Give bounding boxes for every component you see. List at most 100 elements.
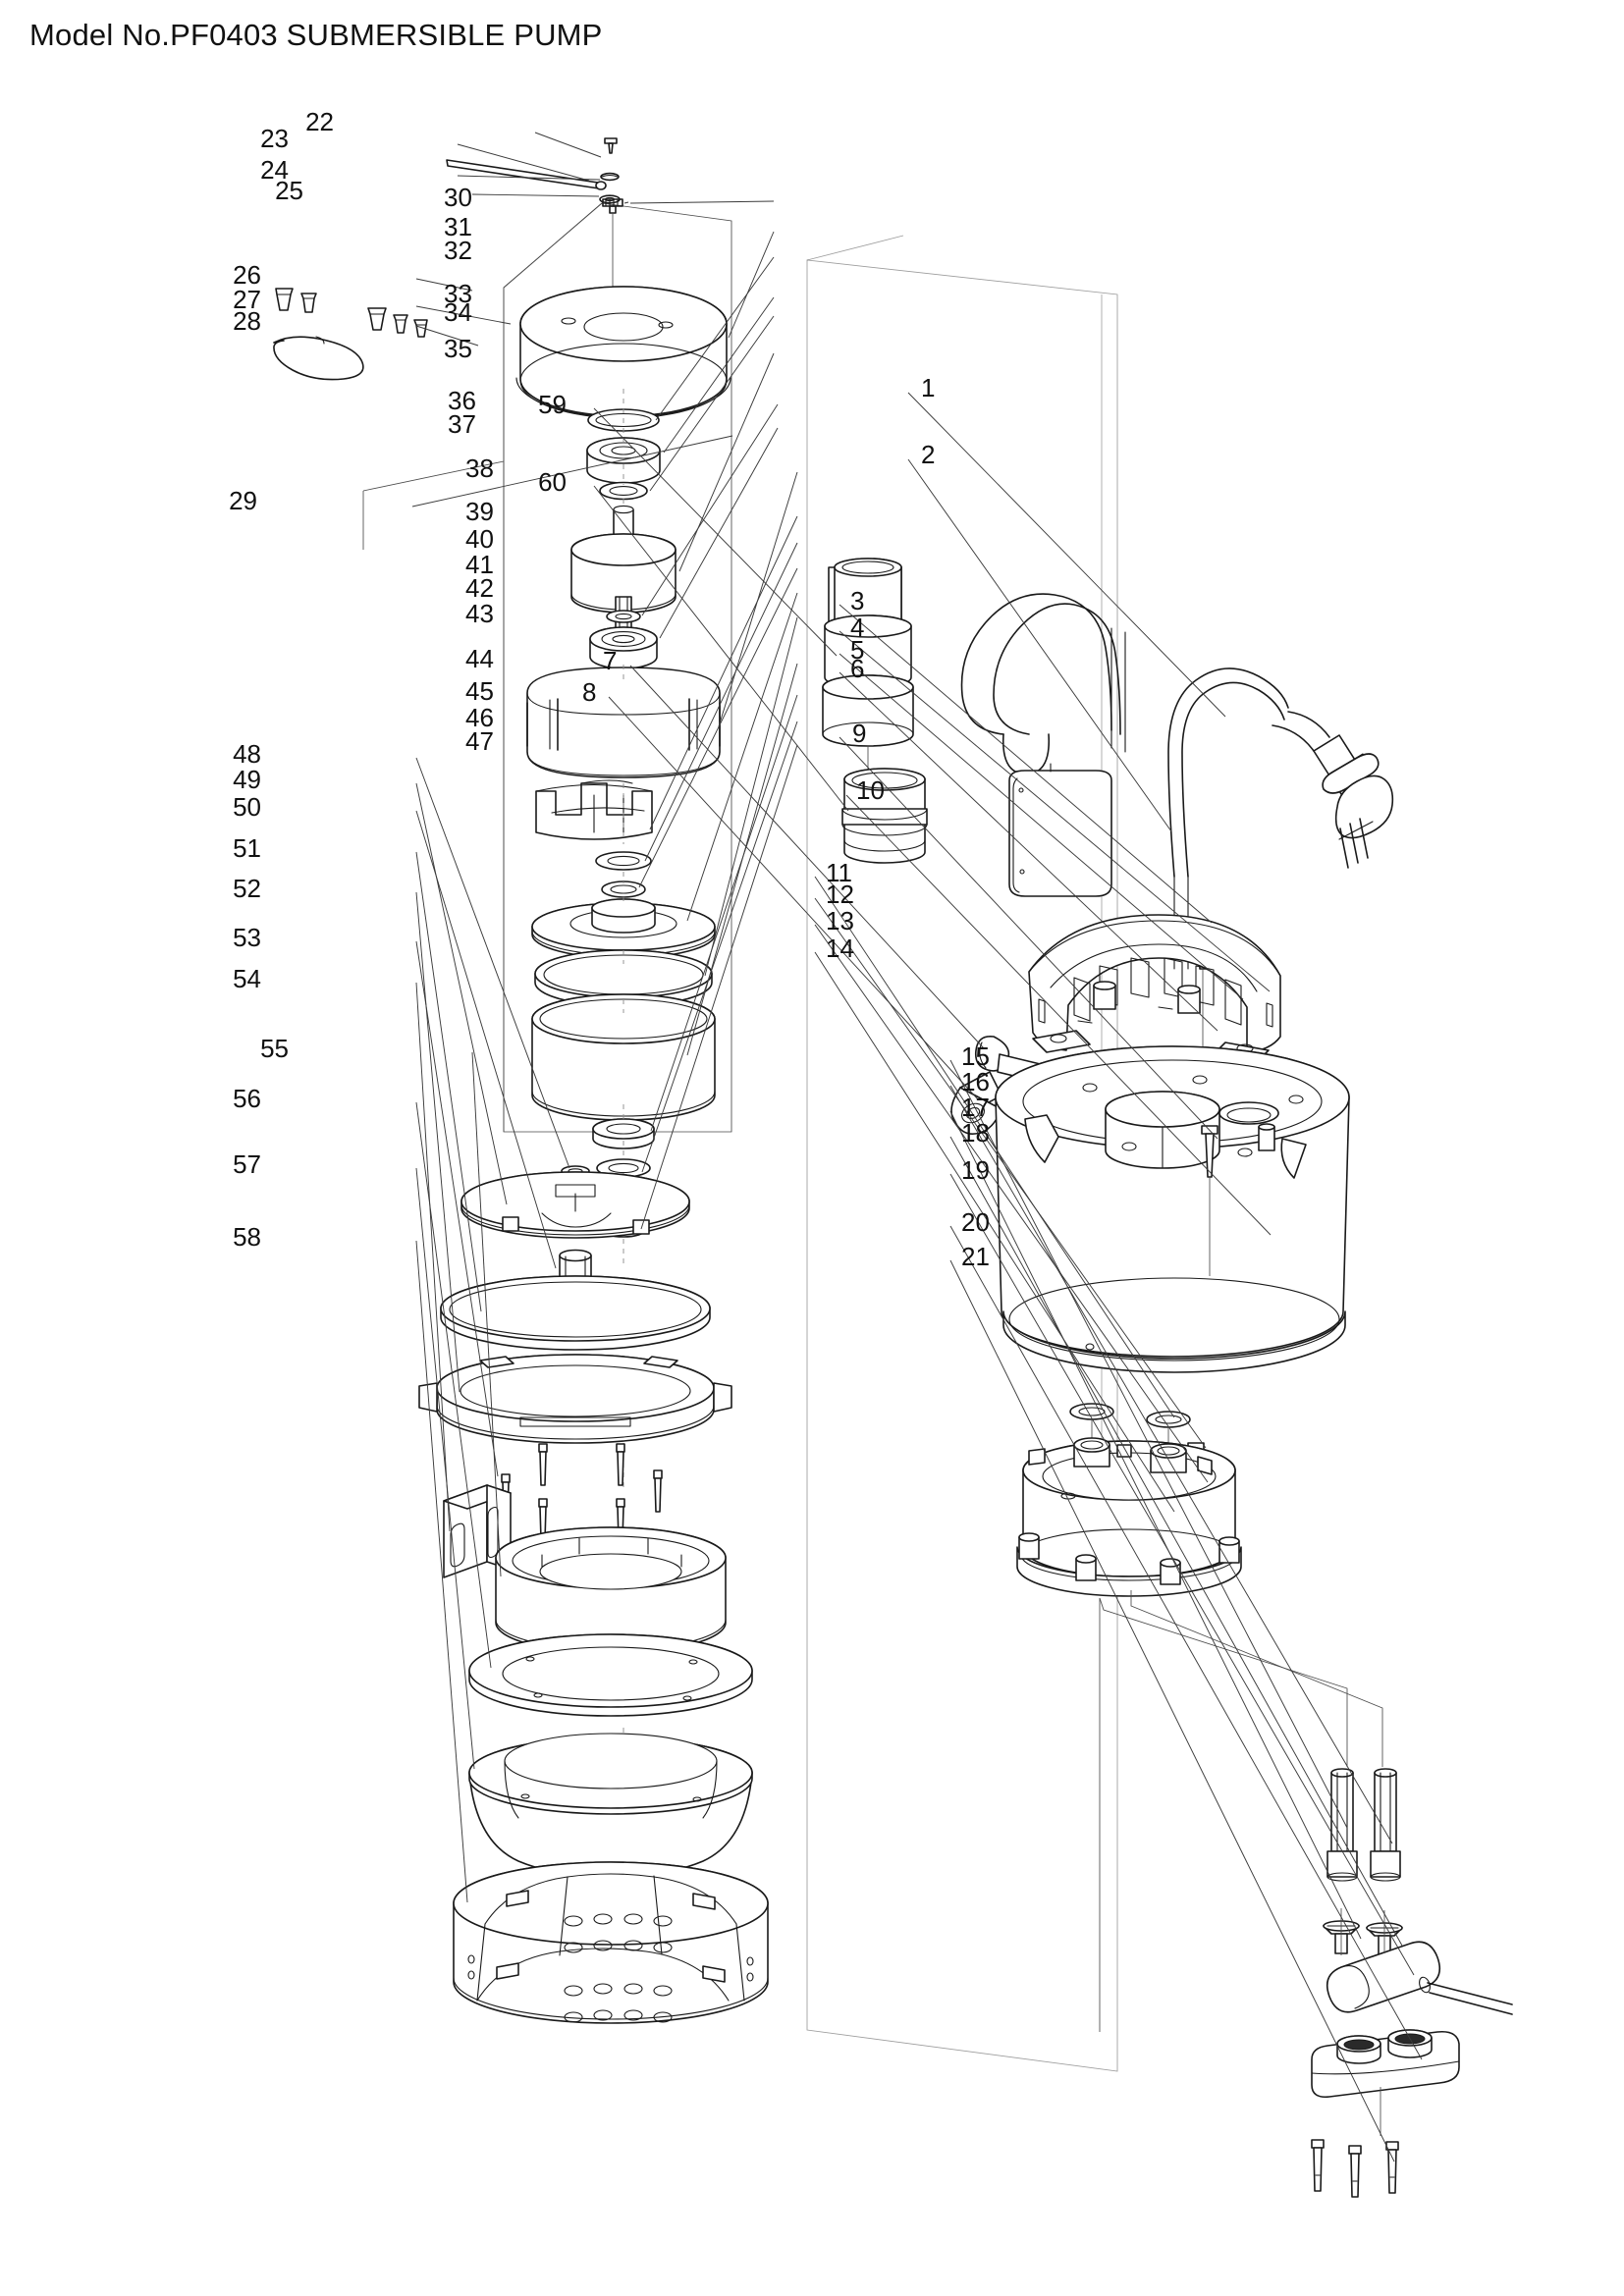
callout-25-flat-washer: 25	[275, 176, 303, 205]
callout-23-shaft-pin: 23	[260, 124, 289, 153]
part-49-impeller	[460, 1171, 690, 1239]
part-35-rotor-shaft-assembly	[570, 505, 677, 676]
part-38-stator-winding	[526, 667, 721, 778]
part-45-mechanical-seal	[592, 1118, 655, 1149]
part-3-handle-screw-long	[1195, 924, 1211, 1070]
callout-59-discharge-adapter: 59	[538, 390, 567, 419]
part-42-diffuser-plate	[531, 898, 716, 959]
callout-35-rotor-shaft-assembly: 35	[444, 334, 472, 363]
callout-54-float-switch-bracket: 54	[233, 964, 261, 993]
callout-52-pump-body-flange: 52	[233, 874, 261, 903]
callout-53-body-screw: 53	[233, 923, 261, 952]
callout-8-cord-grommet: 8	[582, 677, 597, 707]
part-6-handle-seal	[1038, 998, 1273, 1028]
callout-41-o-ring-shaft: 41	[465, 550, 494, 579]
callout-34-wave-washer: 34	[444, 297, 472, 327]
part-20-terminal-block	[1311, 2029, 1460, 2136]
callout-5-handle-insert: 5	[850, 635, 865, 665]
callout-13-terminal-washer: 13	[826, 906, 854, 935]
callout-1-power-cord: 1	[921, 373, 936, 402]
callout-60-hose-coupling: 60	[538, 467, 567, 497]
part-28-cable-tie	[273, 336, 364, 381]
callout-18-flange-screw-b: 18	[961, 1118, 990, 1148]
part-16-stud-bolt-long-b	[1370, 1768, 1401, 1882]
callout-42-diffuser-plate: 42	[465, 573, 494, 603]
callout-12-terminal-screw: 12	[826, 880, 854, 909]
part-57-suction-bowl	[468, 1733, 753, 1878]
callout-7-cord-clamp: 7	[603, 646, 618, 675]
callout-40-thrust-washer: 40	[465, 524, 494, 554]
part-2-power-plug	[1313, 734, 1394, 869]
callout-11-o-ring-small: 11	[826, 858, 852, 887]
part-26-cable-terminal-large	[275, 288, 317, 313]
part-18-flange-screw-b	[1366, 1922, 1403, 1956]
part-24-spring-washer	[600, 172, 620, 182]
part-43-sleeve-gasket	[534, 949, 713, 1007]
callout-43-sleeve-gasket: 43	[465, 599, 494, 628]
callout-20-terminal-block: 20	[961, 1207, 990, 1237]
callout-22-cover-screw: 22	[305, 107, 334, 136]
callout-47-seal-washer: 47	[465, 726, 494, 756]
callout-27-cable-terminal-small: 27	[233, 285, 261, 314]
part-15-stud-bolt-long-a	[1326, 1768, 1358, 1882]
callout-2-power-plug: 2	[921, 440, 936, 469]
part-40-thrust-washer	[595, 851, 652, 871]
part-52-pump-body-flange	[418, 1354, 732, 1444]
part-58-inlet-strainer-base	[453, 1861, 769, 2024]
callout-56-base-gasket: 56	[233, 1084, 261, 1113]
part-41-o-ring-shaft	[601, 881, 646, 898]
part-39-motor-bracket	[535, 779, 653, 840]
layout-guide-lines	[362, 202, 1118, 2072]
callout-33-upper-bearing: 33	[444, 279, 472, 308]
callout-51-volute-o-ring: 51	[233, 833, 261, 863]
callout-37-lower-bearing: 37	[448, 409, 476, 439]
part-25-flat-washer	[599, 194, 621, 204]
part-55-volute-ring	[495, 1526, 727, 1654]
callout-9-housing-screw: 9	[852, 719, 867, 748]
callout-26-cable-terminal-large: 26	[233, 260, 261, 290]
callout-39-motor-bracket: 39	[465, 497, 494, 526]
part-33-upper-bearing	[586, 437, 661, 484]
part-59-discharge-adapter	[822, 558, 914, 775]
part-46-seal-ring	[596, 1158, 651, 1209]
callout-46-seal-ring: 46	[465, 703, 494, 732]
part-56-base-gasket	[468, 1633, 753, 1717]
callout-55-volute-ring: 55	[260, 1034, 289, 1063]
part-10-motor-housing-shell	[995, 1045, 1350, 1373]
part-11-o-ring-small	[1069, 1403, 1191, 1459]
page-title: Model No.PF0403 SUBMERSIBLE PUMP	[29, 18, 603, 52]
callout-50-impeller-nut: 50	[233, 792, 261, 822]
part-60-hose-coupling	[841, 768, 928, 864]
part-float-switch-assembly	[960, 593, 1126, 897]
part-21-terminal-block-screw	[1311, 2139, 1399, 2198]
callout-38-stator-winding: 38	[465, 454, 494, 483]
part-4-carry-handle	[1028, 914, 1281, 1065]
leader-lines	[411, 132, 1423, 2163]
part-36-shim-washer	[606, 610, 641, 623]
part-54-float-switch-bracket	[443, 1484, 512, 1578]
part-5-handle-insert	[1073, 957, 1242, 1026]
callout-19-capacitor: 19	[961, 1155, 990, 1185]
callout-44-oil-chamber-sleeve: 44	[465, 644, 494, 673]
part-48-washer-real	[561, 1165, 590, 1177]
part-14-capacitor-housing	[1016, 1437, 1383, 2032]
callout-36-shim-washer: 36	[448, 386, 476, 415]
callout-49-impeller: 49	[233, 765, 261, 794]
callout-24-spring-washer: 24	[260, 155, 289, 185]
part-47-seal-washer	[601, 1222, 646, 1238]
callout-57-suction-bowl: 57	[233, 1149, 261, 1179]
part-44-oil-chamber-sleeve	[531, 993, 716, 1121]
callout-15-stud-bolt-long-a: 15	[961, 1041, 990, 1071]
part-12-terminal-screw	[1187, 1442, 1205, 1471]
callout-10-motor-housing-shell: 10	[856, 775, 885, 805]
callout-45-mechanical-seal: 45	[465, 676, 494, 706]
part-53-body-screw	[501, 1443, 663, 1541]
callout-14-capacitor-housing: 14	[826, 934, 854, 963]
callout-16-stud-bolt-long-b: 16	[961, 1067, 990, 1096]
callout-17-flange-screw-a: 17	[961, 1093, 990, 1122]
part-13-terminal-washer	[1183, 1478, 1209, 1490]
callout-6-handle-seal: 6	[850, 654, 865, 683]
callout-29-motor-assembly-bracket: 29	[229, 486, 257, 515]
part-19-capacitor	[1326, 1908, 1513, 2015]
